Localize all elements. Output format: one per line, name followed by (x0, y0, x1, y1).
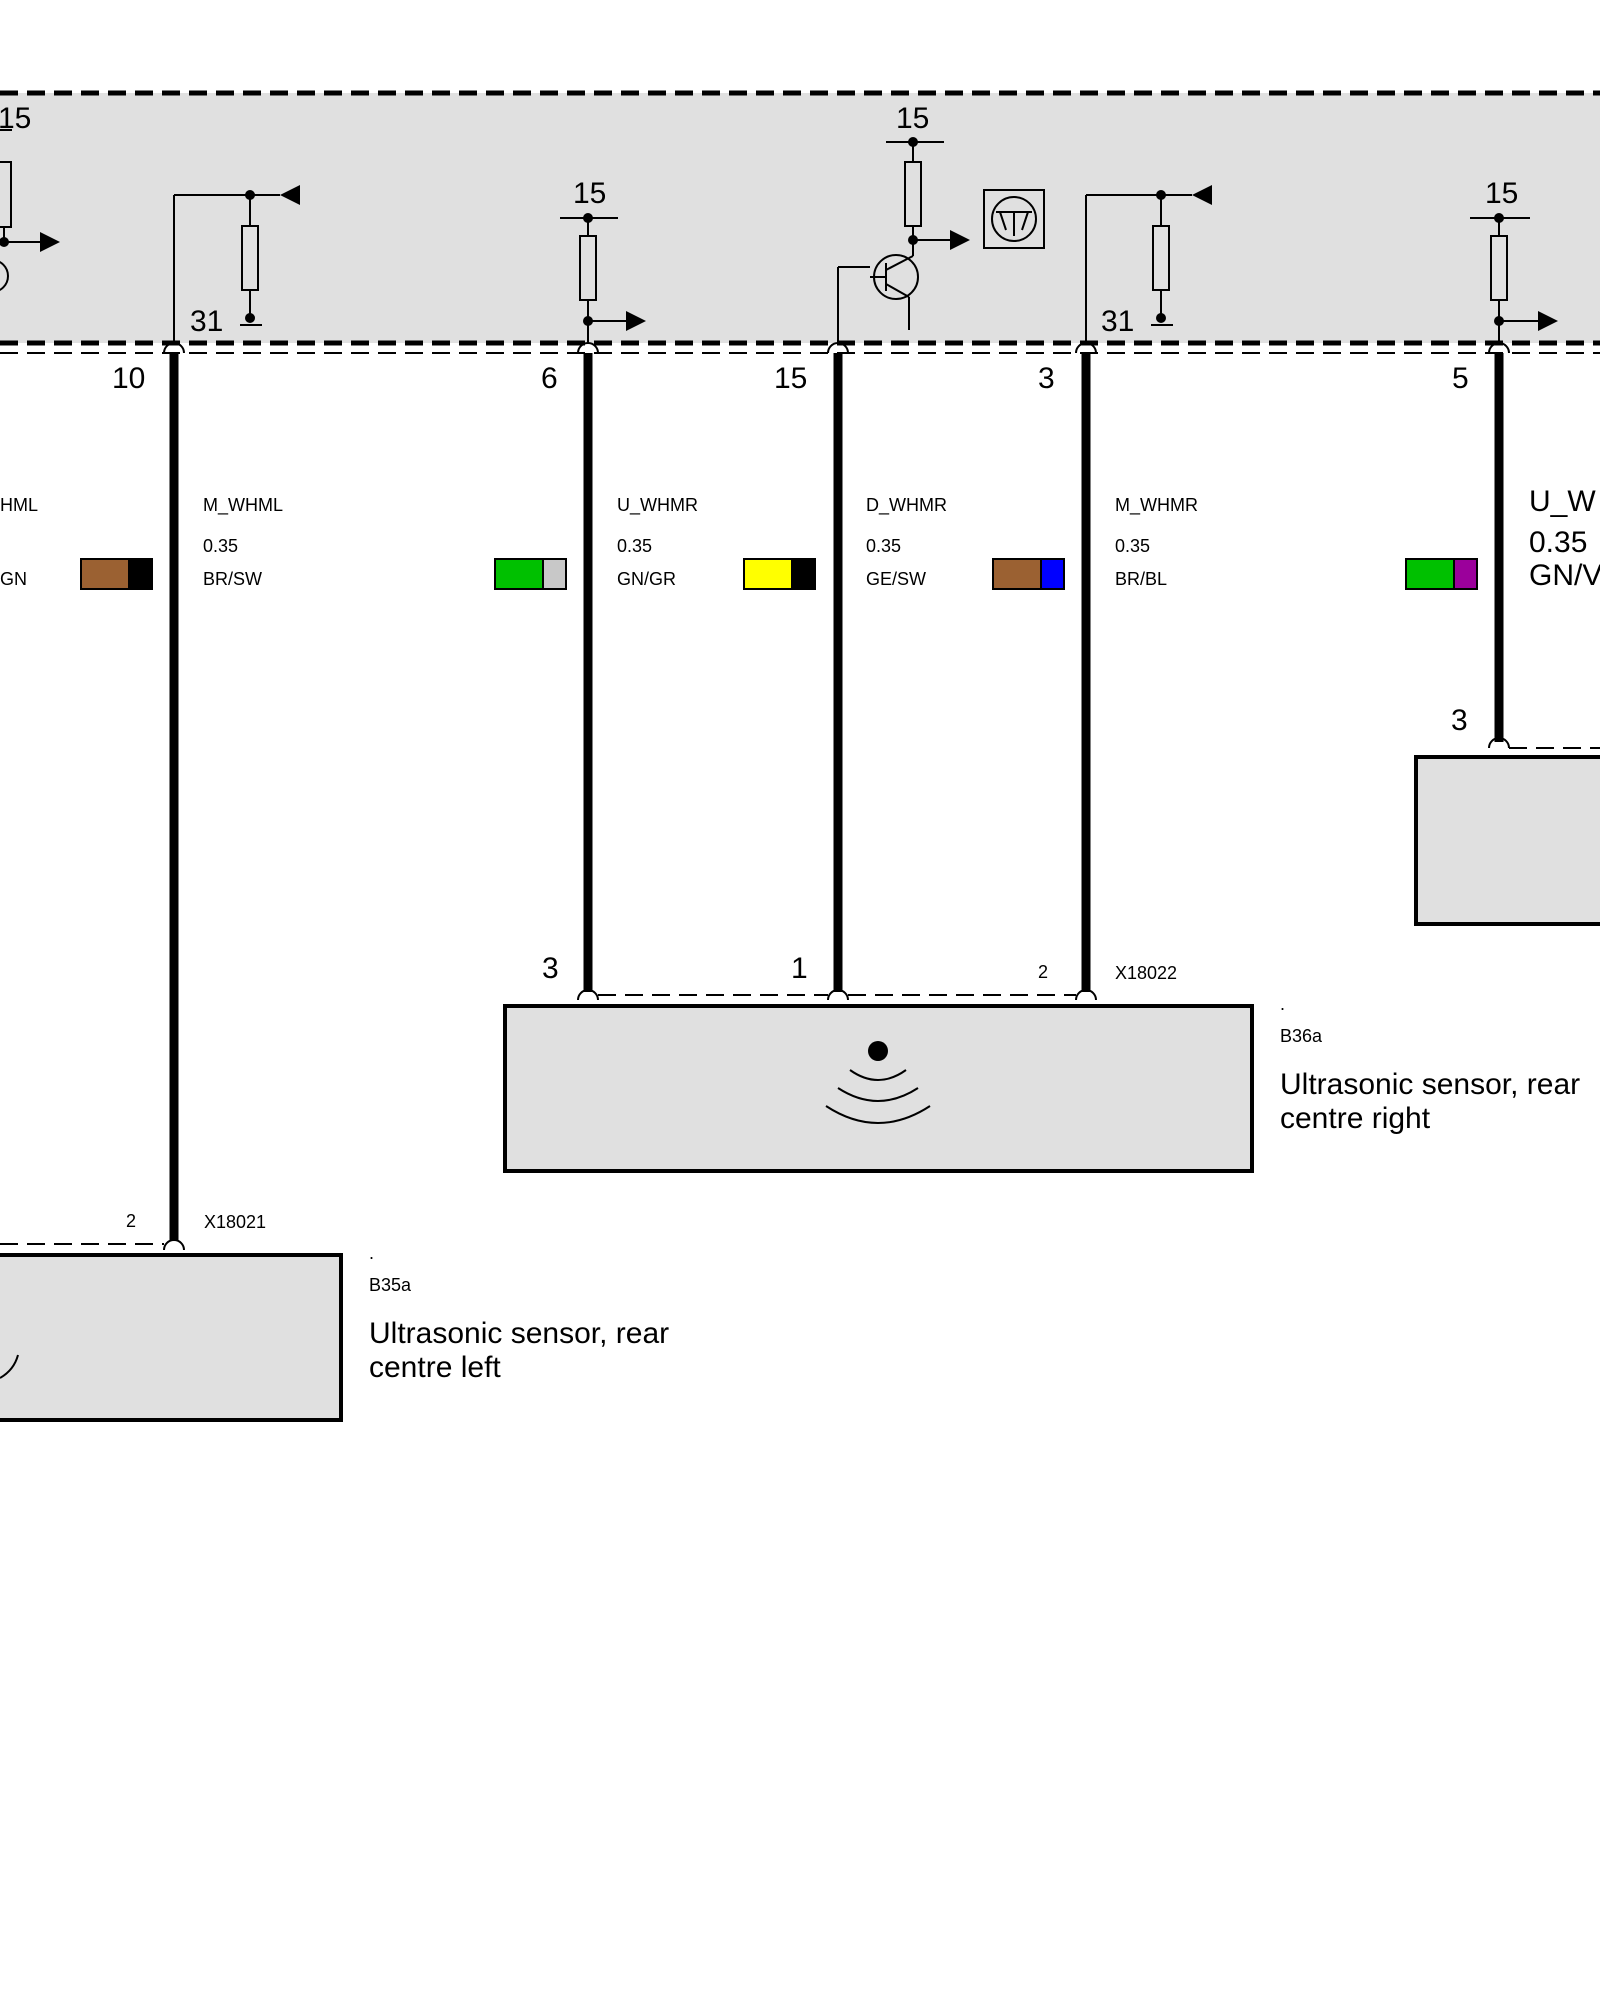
sensor-name-line2: centre right (1280, 1102, 1431, 1135)
wire-label-3: U_WHMR 0.35 GN/GR (494, 495, 698, 590)
wire-size: 0.35 (866, 536, 901, 556)
wire-signal: U_WHMR (617, 495, 698, 516)
wire-m-whml (163, 342, 185, 1251)
pullup-circuit-u-whmr: 15 (560, 177, 646, 343)
wire-signal: M_WHML (203, 495, 283, 516)
sensor-dot: . (369, 1243, 374, 1263)
transistor-symbol-icon (983, 189, 1045, 249)
sensor-id: B36a (1280, 1026, 1323, 1046)
sensor-name-line1: Ultrasonic sensor, rear (369, 1317, 669, 1350)
label-31-right: 31 (1101, 305, 1134, 338)
arrow-icon (626, 311, 646, 331)
pin-top-6: 6 (541, 362, 558, 395)
control-unit (0, 90, 1600, 354)
pullup-circuit-u-w: 15 (1470, 177, 1558, 343)
wire-color-code: GN/GR (617, 569, 676, 589)
connector-id: X18021 (204, 1212, 266, 1232)
wire-color-code: GE/SW (866, 569, 926, 589)
sensor-name-line2: centre left (369, 1351, 501, 1384)
wire-label-4: D_WHMR 0.35 GE/SW (743, 495, 947, 590)
wire-color-swatch-main (80, 558, 130, 590)
label-15: 15 (573, 177, 606, 210)
pin-top-15: 15 (774, 362, 807, 395)
pullup-left-partial: 15 (0, 102, 60, 291)
pin-2: 2 (1038, 962, 1048, 982)
component-far-right: 3 (1414, 704, 1600, 926)
wire-color-swatch-main (743, 558, 793, 590)
arrow-icon (40, 232, 60, 252)
arrow-icon (950, 230, 970, 250)
pin-top-5: 5 (1452, 362, 1469, 395)
wire-color-swatch-stripe (791, 558, 816, 590)
arrow-left-icon (280, 185, 300, 205)
wire-label-1: HML GN (0, 495, 38, 589)
pin-top-10: 10 (112, 362, 145, 395)
component-far-right-body (1414, 755, 1600, 926)
wire-label-2: M_WHML 0.35 BR/SW (80, 495, 283, 590)
wire-color-code: BR/SW (203, 569, 262, 589)
arrow-left-icon (1192, 185, 1212, 205)
wire-d-whmr (827, 342, 849, 1001)
transistor-circuit-d-whmr: 15 (837, 102, 970, 343)
label-15: 15 (896, 102, 929, 135)
wire-color-swatch-main (992, 558, 1042, 590)
wire-color-swatch-stripe (1453, 558, 1478, 590)
label-15: 15 (1485, 177, 1518, 210)
wire-u-w (1488, 342, 1510, 749)
wire-signal: D_WHMR (866, 495, 947, 516)
wire-color-code: GN/V (1529, 559, 1600, 592)
wire-signal: M_WHMR (1115, 495, 1198, 516)
wire-size: 0.35 (617, 536, 652, 556)
wire-m-whmr (1075, 342, 1097, 1001)
sensor-id: B35a (369, 1275, 412, 1295)
wire-size: 0.35 (1529, 526, 1587, 559)
ultrasonic-wave-icon (0, 1354, 19, 1379)
sensor-b36a: 3 1 2 X18022 . B36a Ultrasonic sensor, r… (503, 952, 1580, 1173)
sensor-b35a-body (0, 1253, 343, 1422)
wire-color-swatch-main (1405, 558, 1455, 590)
sensor-b35a: 2 X18021 . B35a Ultrasonic sensor, rear … (0, 1211, 669, 1422)
ground-circuit-left: 31 (173, 185, 300, 343)
ultrasonic-wave-icon (825, 1041, 931, 1124)
wire-u-whmr (577, 342, 599, 1001)
connector-id: X18022 (1115, 963, 1177, 983)
wire-label-5: M_WHMR 0.35 BR/BL (992, 495, 1198, 590)
wire-size: 0.35 (203, 536, 238, 556)
wire-color-swatch-stripe (128, 558, 153, 590)
ground-circuit-right: 31 (1085, 185, 1212, 343)
sensor-name-line1: Ultrasonic sensor, rear (1280, 1068, 1580, 1101)
wire-color-swatch-stripe (542, 558, 567, 590)
wire-color-code: GN (0, 569, 27, 589)
wire-label-6: U_W 0.35 GN/V (1405, 485, 1600, 592)
wire-signal: U_W (1529, 485, 1596, 518)
pin-top-3: 3 (1038, 362, 1055, 395)
control-unit-body (0, 93, 1600, 343)
pin-2: 2 (126, 1211, 136, 1231)
sensor-b36a-body (503, 1004, 1254, 1173)
sensor-dot: . (1280, 994, 1285, 1014)
wire-color-swatch-main (494, 558, 544, 590)
wire-color-swatch-stripe (1040, 558, 1065, 590)
wire-color-code: BR/BL (1115, 569, 1167, 589)
pin-1: 1 (791, 952, 808, 985)
label-31-left: 31 (190, 305, 223, 338)
pin-3: 3 (542, 952, 559, 985)
arrow-icon (1538, 311, 1558, 331)
wire-signal: HML (0, 495, 38, 515)
wire-size: 0.35 (1115, 536, 1150, 556)
pin-bottom-3: 3 (1451, 704, 1468, 737)
